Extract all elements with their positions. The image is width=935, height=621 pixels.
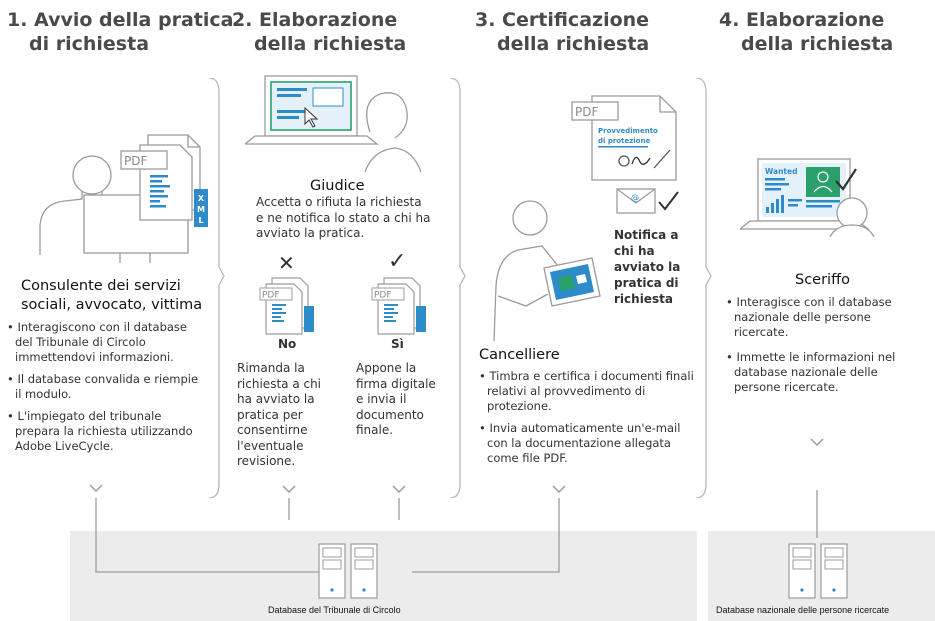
bullet-item: Interagisce con il database nazionale de… [726,295,926,340]
bullet-item: Il database convalida e riempie il modul… [7,372,202,402]
server-icon [788,543,848,599]
protection-order-document-icon: PDF Provvedimento di protezione [571,95,677,181]
separator-2 [449,78,466,498]
laptop-icon [245,75,379,145]
notify-text: Notifica a chi ha avviato la pratica di … [614,228,681,306]
svg-text:M: M [197,205,205,214]
bullet-item: L'impiegato del tribunale prepara la ric… [7,409,202,454]
step-1-title: 1. Avvio della pratica di richiesta [7,9,234,55]
accept-mark-icon: ✓ [388,249,407,274]
bullet-item: Invia automaticamente un'e-mail con la d… [479,421,694,466]
tablet-icon [543,257,601,307]
bullet-item: Interagiscono con il database del Tribun… [7,320,202,365]
col1-bullets: Interagiscono con il database del Tribun… [7,320,202,461]
person-icon [829,197,875,237]
separator-1 [208,78,225,498]
judge-illustration [245,75,422,173]
person-icon [364,92,422,173]
svg-text:@: @ [631,193,639,202]
role-sheriff: Sceriffo [795,272,850,288]
bullet-item: Timbra e certifica i documenti finali re… [479,369,694,414]
laptop-icon: Wanted [740,158,870,230]
chevron-down-icon [89,484,103,493]
person-icon [493,200,559,342]
separator-3 [695,78,712,498]
national-database-label: Database nazionale delle persone ricerca… [716,605,890,615]
pdf-xml-document-icon: PDF [371,277,426,335]
social-worker-illustration: PDF X M L [39,134,208,263]
svg-text:PDF: PDF [374,291,392,301]
chevron-down-icon [282,485,296,494]
col4-bullets: Interagisce con il database nazionale de… [726,295,926,402]
svg-text:X: X [198,194,205,203]
reject-mark-icon: ✕ [278,251,295,275]
step-3-title: 3. Certificazione della richiesta [475,9,650,55]
svg-text:L: L [198,216,203,225]
chevron-down-icon [810,438,824,447]
court-database-panel [70,531,697,621]
chevron-down-icon [392,485,406,494]
svg-text:di protezione: di protezione [598,137,650,145]
pdf-xml-document-icon: PDF [259,277,314,335]
svg-text:Provvedimento: Provvedimento [598,127,658,135]
sheriff-illustration: Wanted [740,158,875,237]
step-2-title: 2. Elaborazione della richiesta [232,9,407,55]
server-icon [318,543,378,599]
bullet-item: Immette le informazioni nel database naz… [726,350,926,395]
yes-label: Sì [391,337,404,351]
no-label: No [278,337,297,351]
court-database-label: Database del Tribunale di Circolo [268,605,401,615]
role-clerk: Cancelliere [479,347,560,363]
step-4-title: 4. Elaborazione della richiesta [719,9,894,55]
svg-text:PDF: PDF [262,291,280,301]
svg-text:Wanted: Wanted [765,167,797,176]
col3-bullets: Timbra e certifica i documenti finali re… [479,369,694,473]
judge-description: Accetta o rifiuta la richiesta e ne noti… [256,195,431,240]
pdf-document-icon: PDF X M L [120,134,208,227]
no-description: Rimanda la richiesta a chi ha avviato la… [237,361,322,468]
clerk-illustration [493,200,601,342]
svg-text:PDF: PDF [124,154,147,168]
connector-lines [95,490,818,573]
svg-text:PDF: PDF [575,105,598,119]
email-sent-icon: @ [616,188,679,214]
role-judge: Giudice [310,178,365,194]
chevron-down-icon [552,485,566,494]
yes-description: Appone la firma digitale e invia il docu… [356,361,436,437]
role-social-worker: Consulente dei servizi sociali, avvocato… [21,278,203,313]
